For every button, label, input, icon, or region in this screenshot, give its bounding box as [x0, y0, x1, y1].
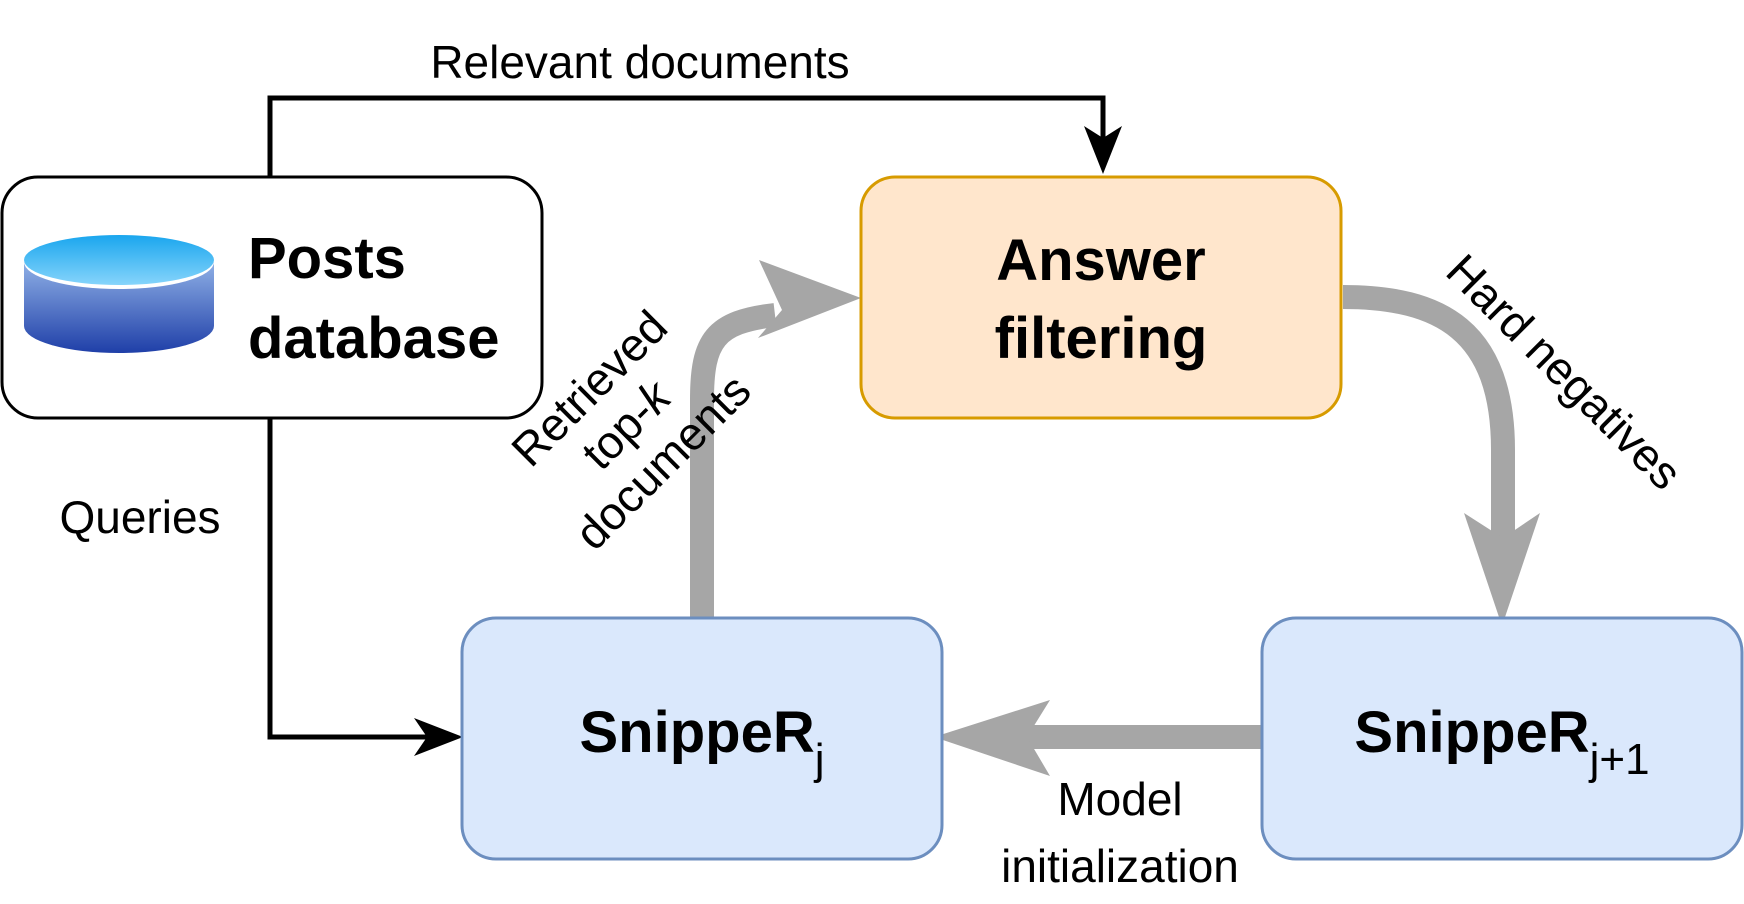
model-init-label-line1: Model [1057, 773, 1182, 825]
relevant-documents-arrow [267, 95, 1122, 177]
posts-database-node: Posts database [0, 175, 544, 420]
retrieved-arrow [690, 260, 861, 617]
hard-negatives-label-group: Hard negatives [1437, 244, 1693, 500]
snipper-j1-subscript: j+1 [1588, 735, 1650, 784]
snipper-j1-node: SnippeRj+1 [1260, 616, 1744, 861]
answer-filtering-title-line2: filtering [995, 306, 1208, 371]
relevant-documents-label: Relevant documents [430, 36, 849, 88]
snipper-j-node: SnippeRj [460, 616, 944, 861]
snipper-j1-title: SnippeRj+1 [1354, 700, 1649, 784]
snipper-j1-base: SnippeR [1354, 700, 1589, 765]
model-init-arrow [934, 700, 1262, 776]
database-icon [24, 235, 214, 353]
answer-filtering-node: Answer filtering [859, 175, 1343, 420]
snipper-j-base: SnippeR [579, 700, 814, 765]
queries-label: Queries [59, 491, 220, 543]
answer-filtering-title-line1: Answer [996, 228, 1206, 293]
snipper-j-title: SnippeRj [579, 700, 824, 784]
posts-database-title-line1: Posts [248, 226, 406, 291]
hard-negatives-label: Hard negatives [1437, 244, 1693, 500]
hard-negatives-arrow [1342, 285, 1540, 626]
snipper-j-subscript: j [813, 735, 825, 784]
posts-database-title-line2: database [248, 306, 499, 371]
model-init-label-line2: initialization [1001, 840, 1239, 892]
queries-arrow [267, 418, 463, 756]
